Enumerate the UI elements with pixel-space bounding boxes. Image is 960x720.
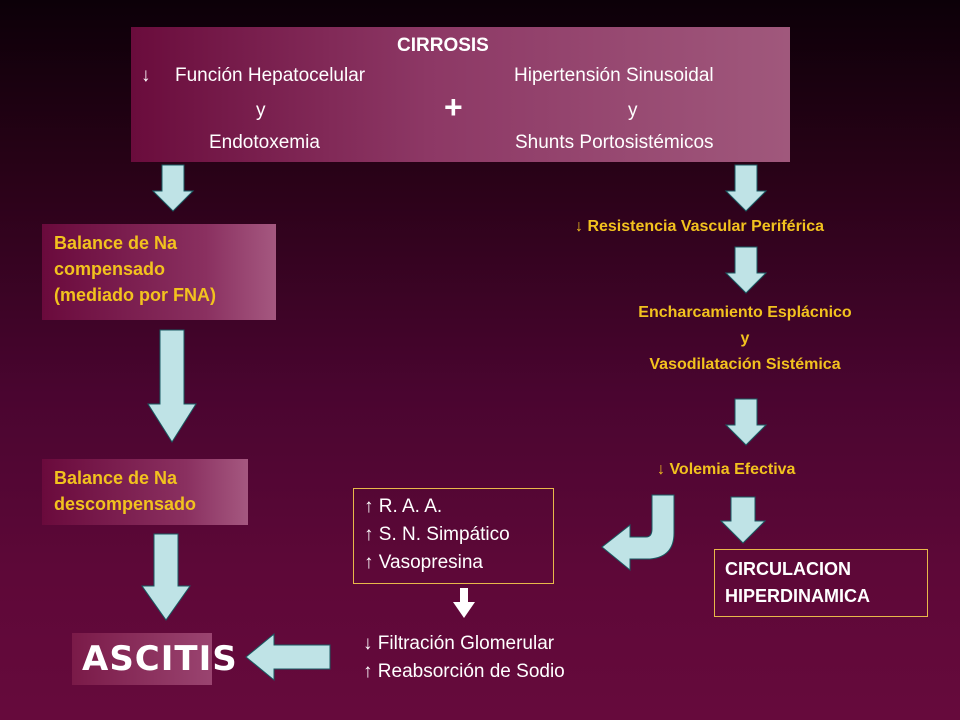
balance-compensado-line1: Balance de Na bbox=[54, 233, 178, 253]
balance-descompensado-line2: descompensado bbox=[54, 494, 197, 514]
arrow-right-2-down bbox=[724, 246, 768, 294]
arrow-left-to-ascitis-down bbox=[141, 533, 191, 621]
circulacion-line2: HIPERDINAMICA bbox=[725, 586, 871, 606]
resistencia-vascular-text: ↓ Resistencia Vascular Periférica bbox=[575, 218, 825, 235]
arrow-right-3-down bbox=[724, 398, 768, 446]
encharcamiento-line2: y bbox=[740, 330, 750, 347]
balance-descompensado-line1: Balance de Na bbox=[54, 468, 178, 488]
raa-line1: ↑ R. A. A. bbox=[364, 496, 443, 517]
circulacion-line1: CIRCULACION bbox=[725, 559, 851, 579]
shunts-text: Shunts Portosistémicos bbox=[515, 132, 714, 153]
ascitis-label: ASCITIS bbox=[82, 639, 238, 679]
curved-arrow-to-raa bbox=[601, 494, 675, 572]
encharcamiento-line3: Vasodilatación Sistémica bbox=[649, 356, 841, 373]
filtracion-line2: ↑ Reabsorción de Sodio bbox=[363, 661, 565, 682]
arrow-raa-to-filtracion-down bbox=[453, 588, 475, 618]
ascitis-box: ASCITIS bbox=[72, 633, 237, 685]
raa-line3: ↑ Vasopresina bbox=[364, 552, 483, 573]
balance-compensado-line3: (mediado por FNA) bbox=[54, 285, 216, 305]
arrow-left-long-down bbox=[147, 329, 197, 443]
left-y-text: y bbox=[256, 100, 266, 121]
arrow-top-right-down bbox=[724, 164, 768, 212]
balance-compensado-box: Balance de Na compensado (mediado por FN… bbox=[42, 224, 276, 320]
circulacion-hiperdinamica-box: CIRCULACION HIPERDINAMICA bbox=[714, 549, 928, 617]
encharcamiento-block: Encharcamiento Esplácnico y Vasodilataci… bbox=[590, 300, 900, 378]
arrow-to-ascitis-left bbox=[245, 632, 331, 682]
funcion-hepatocelular-text: Función Hepatocelular bbox=[175, 65, 366, 86]
filtracion-block: ↓ Filtración Glomerular ↑ Reabsorción de… bbox=[363, 630, 565, 686]
cirrosis-title: CIRROSIS bbox=[397, 35, 489, 56]
endotoxemia-text: Endotoxemia bbox=[209, 132, 320, 153]
hipertension-sinusoidal-text: Hipertensión Sinusoidal bbox=[514, 65, 714, 86]
arrow-to-circulacion-down bbox=[719, 496, 767, 544]
arrow-top-left-down bbox=[151, 164, 195, 212]
down-arrow-symbol: ↓ bbox=[141, 65, 151, 86]
balance-compensado-line2: compensado bbox=[54, 259, 166, 279]
balance-descompensado-box: Balance de Na descompensado bbox=[42, 459, 248, 525]
raa-box: ↑ R. A. A. ↑ S. N. Simpático ↑ Vasopresi… bbox=[353, 488, 554, 584]
volemia-efectiva-text: ↓ Volemia Efectiva bbox=[657, 461, 796, 478]
right-y-text: y bbox=[628, 100, 638, 121]
filtracion-line1: ↓ Filtración Glomerular bbox=[363, 633, 555, 654]
plus-sign: + bbox=[444, 89, 463, 125]
cirrosis-box: CIRROSIS ↓ Función Hepatocelular y Endot… bbox=[131, 27, 790, 162]
encharcamiento-line1: Encharcamiento Esplácnico bbox=[638, 304, 852, 321]
raa-line2: ↑ S. N. Simpático bbox=[364, 524, 510, 545]
